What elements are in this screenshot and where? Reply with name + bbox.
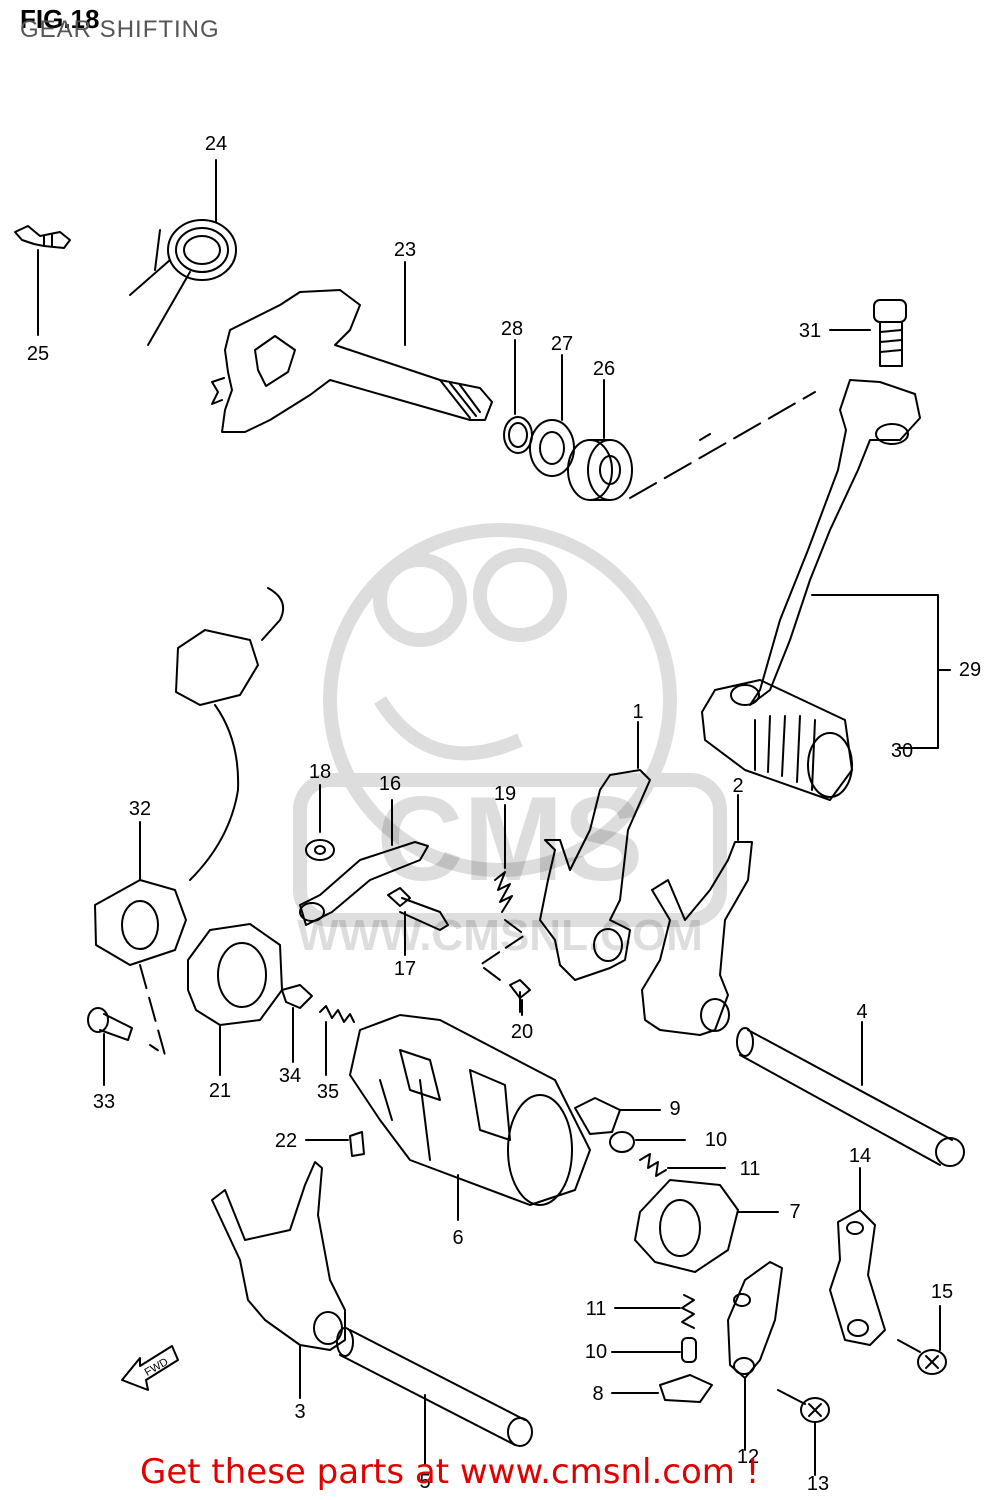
part-11-spring-upper (639, 1153, 667, 1177)
part-7-pawl-holder (634, 1179, 739, 1273)
part-16-stopper-arm (299, 841, 429, 926)
callout-35: 35 (317, 1081, 339, 1103)
part-22-pin (349, 1131, 365, 1157)
callout-6: 6 (452, 1227, 463, 1249)
part-1-shift-fork (539, 769, 651, 981)
callout-9: 9 (669, 1098, 680, 1120)
part-13-screw (777, 1389, 830, 1423)
callout-12: 12 (737, 1446, 759, 1468)
callout-26: 26 (593, 358, 615, 380)
callout-labels: 1234567891010111112131415161718192021222… (27, 133, 981, 1495)
callout-16: 16 (379, 773, 401, 795)
part-6-gear-shift-cam (349, 1014, 591, 1206)
part-23-shift-shaft (211, 289, 493, 433)
part-20-bolt (509, 979, 531, 1013)
part-19-spring (494, 871, 513, 913)
callout-5: 5 (419, 1471, 430, 1493)
callout-27: 27 (551, 333, 573, 355)
part-10-pin-upper (609, 1131, 635, 1153)
part-15-screw (897, 1339, 947, 1375)
part-30-rubber (701, 679, 853, 801)
part-3-shift-fork (211, 1161, 346, 1351)
callout-33: 33 (93, 1091, 115, 1113)
callout-29: 29 (959, 659, 981, 681)
callout-7: 7 (789, 1201, 800, 1223)
callout-11: 11 (740, 1158, 761, 1180)
part-2-shift-fork (641, 841, 753, 1036)
part-32-gear-position-switch (94, 587, 284, 966)
callout-11: 11 (586, 1298, 607, 1320)
part-14-pawl (829, 1209, 886, 1346)
part-17-bolt (387, 887, 449, 931)
figure-subtitle: GEAR SHIFTING (20, 16, 220, 43)
part-8-cam-guide (659, 1374, 713, 1403)
callout-22: 22 (275, 1130, 297, 1152)
callout-24: 24 (205, 133, 227, 155)
part-4-fork-shaft (736, 1027, 965, 1167)
callout-31: 31 (799, 320, 821, 342)
part-25-bolt (14, 225, 71, 249)
part-35-spring (319, 1005, 355, 1023)
callout-19: 19 (494, 783, 516, 805)
callout-25: 25 (27, 343, 49, 365)
footer-link[interactable]: Get these parts at www.cmsnl.com ! (140, 1452, 760, 1492)
callout-14: 14 (849, 1145, 871, 1167)
watermark-logo (293, 523, 727, 927)
fwd-label: FWD (143, 1356, 171, 1379)
part-28-circlip (503, 416, 533, 454)
callout-1: 1 (632, 701, 643, 723)
callout-18: 18 (309, 761, 331, 783)
callout-4: 4 (856, 1001, 867, 1023)
part-26-oil-seal (567, 439, 633, 501)
part-5-fork-shaft (336, 1327, 533, 1447)
callout-34: 34 (279, 1065, 301, 1087)
callout-20: 20 (511, 1021, 533, 1043)
part-18-washer (305, 839, 335, 861)
part-12-pawl (727, 1261, 783, 1379)
callout-3: 3 (294, 1401, 305, 1423)
callout-32: 32 (129, 798, 151, 820)
callout-21: 21 (209, 1080, 231, 1102)
part-24-spring (129, 219, 237, 346)
fwd-arrow-icon (121, 1345, 179, 1391)
callout-10: 10 (585, 1341, 607, 1363)
part-10-pin-lower (681, 1337, 697, 1363)
part-21-cam-stopper-plate (187, 923, 283, 1026)
callout-10: 10 (705, 1129, 727, 1151)
callout-13: 13 (807, 1473, 829, 1495)
part-9-cam-guide (574, 1097, 621, 1135)
part-34-pin (281, 984, 313, 1009)
callout-8: 8 (592, 1383, 603, 1405)
part-33-screw (87, 1007, 133, 1041)
callout-30: 30 (891, 740, 913, 762)
callout-17: 17 (394, 958, 416, 980)
part-29-shift-lever (749, 379, 921, 706)
callout-23: 23 (394, 239, 416, 261)
part-11-spring-lower (681, 1294, 695, 1329)
callout-15: 15 (931, 1281, 953, 1303)
figure-title: FIG.18 (20, 4, 100, 34)
callout-28: 28 (501, 318, 523, 340)
callout-2: 2 (732, 775, 743, 797)
part-31-bolt (873, 299, 907, 367)
